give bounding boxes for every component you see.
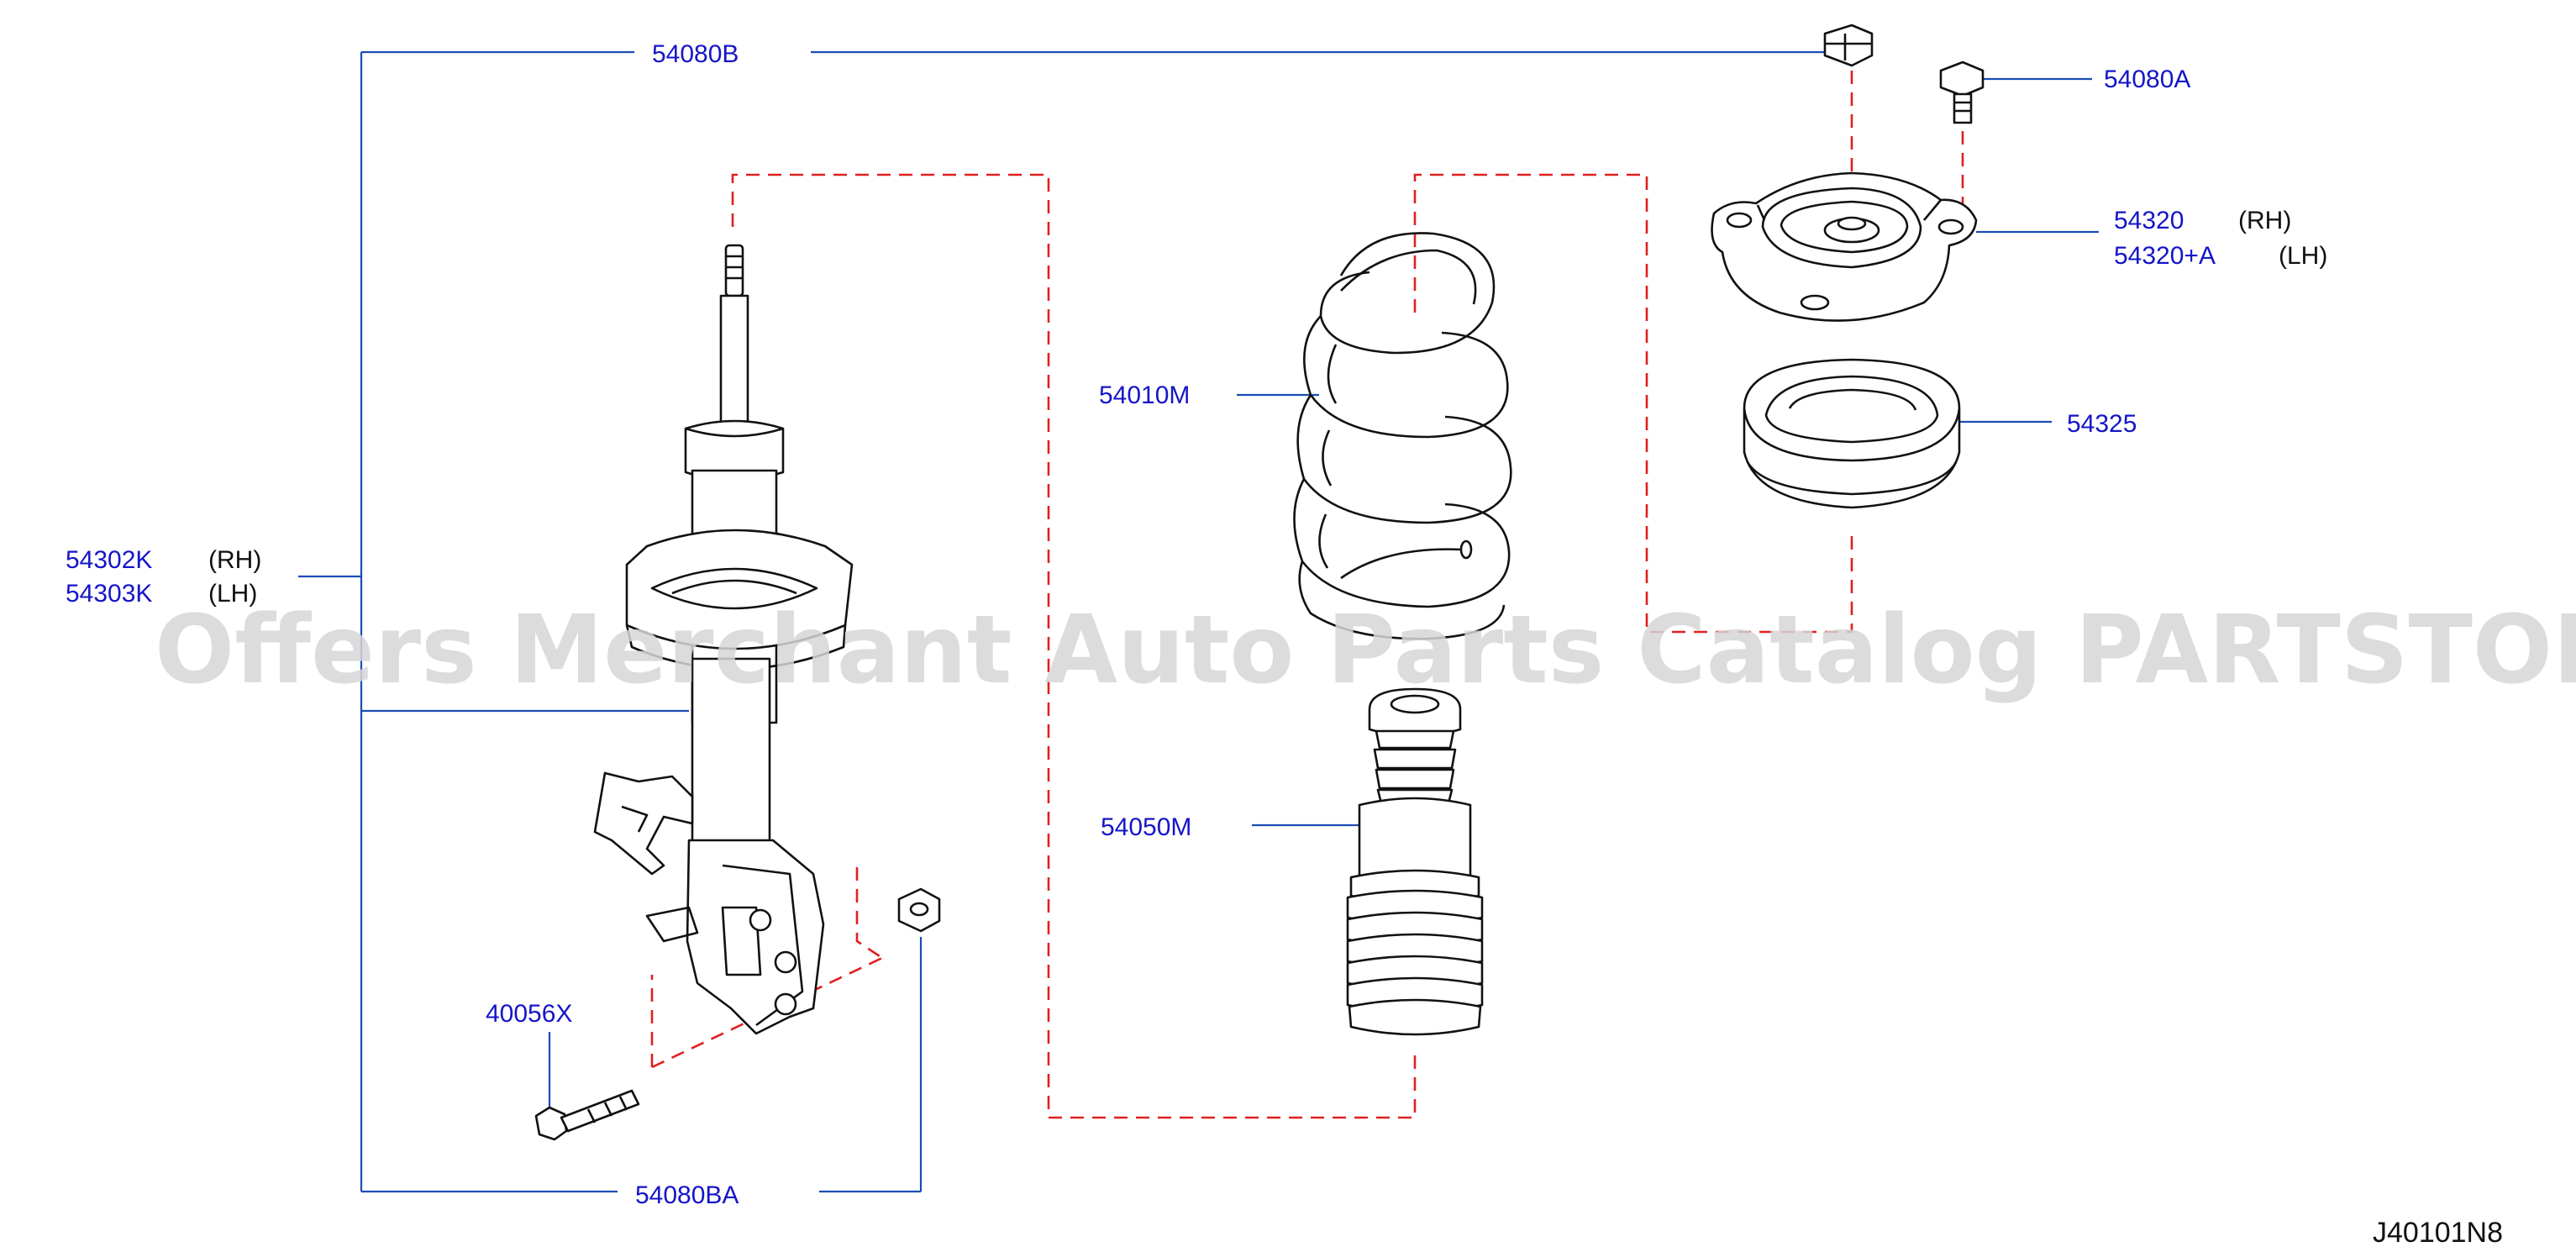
bump-stop <box>1346 687 1484 1036</box>
strut-mount <box>1711 171 1978 322</box>
label-40056x[interactable]: 40056X <box>486 1000 572 1028</box>
strut-assembly <box>593 244 854 1035</box>
top-nut <box>1823 24 1874 67</box>
label-54320a-lh: (LH) <box>2279 242 2327 270</box>
label-54050m[interactable]: 54050M <box>1101 813 1191 841</box>
bolt-40056x <box>534 1089 640 1141</box>
label-54303k-lh: (LH) <box>208 580 257 608</box>
label-54320[interactable]: 54320 <box>2114 207 2184 234</box>
strut-bearing <box>1743 358 1961 509</box>
watermark: Offers Merchant Auto Parts Catalog PARTS… <box>155 596 2576 705</box>
label-54325[interactable]: 54325 <box>2067 410 2137 438</box>
label-54302k[interactable]: 54302K <box>66 546 152 574</box>
mount-bolt <box>1939 61 1985 124</box>
coil-spring <box>1293 232 1512 640</box>
label-54302k-rh: (RH) <box>208 546 261 574</box>
label-54320-rh: (RH) <box>2238 207 2291 234</box>
assembly-guides <box>650 71 1964 1119</box>
leader-lines <box>298 50 2099 1193</box>
label-54303k[interactable]: 54303K <box>66 580 152 608</box>
label-54010m[interactable]: 54010M <box>1099 381 1190 409</box>
label-54080ba[interactable]: 54080BA <box>635 1181 739 1209</box>
label-54320a[interactable]: 54320+A <box>2114 242 2216 270</box>
figure-code: J40101N8 <box>2373 1217 2503 1247</box>
label-54080a[interactable]: 54080A <box>2104 66 2190 93</box>
flange-nut <box>897 887 941 933</box>
label-54080b[interactable]: 54080B <box>652 40 739 68</box>
